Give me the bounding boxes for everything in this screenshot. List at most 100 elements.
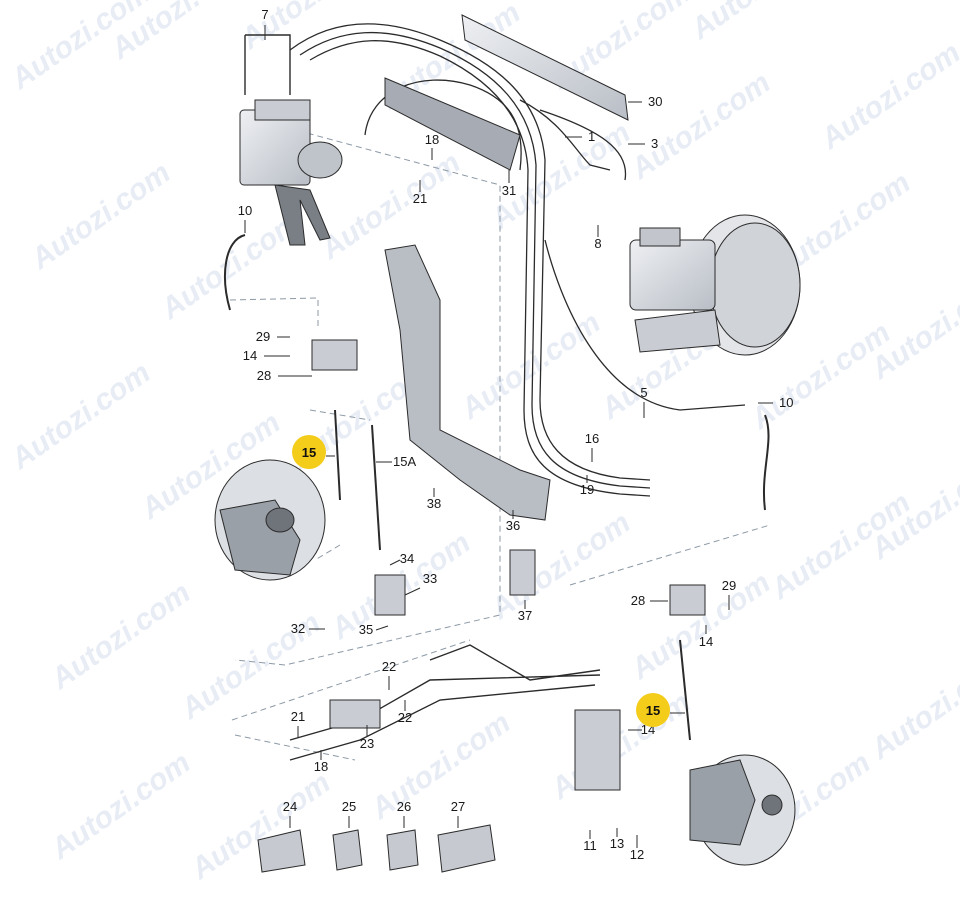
leader-line [375,625,389,631]
callout-label: 32 [291,621,305,636]
callout-25: 25 [342,799,356,828]
leader-line [389,559,401,566]
brake-booster-master-cylinder [629,214,801,356]
brake-hoses [224,234,770,741]
callout-29: 29 [722,578,736,610]
watermark-text: Autozi.com [234,0,386,56]
callout-26: 26 [397,799,411,828]
callout-label: 29 [256,329,270,344]
highlight-callout-15: 15 [636,693,685,727]
callout-34: 34 [389,551,414,566]
callout-label: 23 [360,736,374,751]
callout-18: 18 [425,132,439,160]
front-left-caliper [214,459,326,581]
callout-36: 36 [506,510,520,533]
callout-label: 18 [425,132,439,147]
callout-18: 18 [314,750,328,774]
callout-28: 28 [631,593,668,608]
callout-label: 1 [588,129,595,144]
front-right-caliper [689,754,796,866]
watermark-text: Autozi.com [864,646,960,766]
callout-label: 34 [400,551,414,566]
callout-label: 14 [699,634,713,649]
callout-21: 21 [413,180,427,206]
misc-fittings [311,339,706,791]
callout-label: 26 [397,799,411,814]
callout-label: 7 [261,7,268,22]
callout-label: 14 [243,348,257,363]
watermark-text: Autozi.com [44,576,196,696]
callout-12: 12 [630,835,644,862]
callout-3: 3 [628,136,658,151]
callout-15A: 15A [376,454,416,469]
callout-37: 37 [518,600,532,623]
callout-11: 11 [583,830,597,853]
callout-label: 30 [648,94,662,109]
brake-line-bundle [289,23,746,497]
callout-label: 36 [506,518,520,533]
callout-35: 35 [359,622,389,637]
callout-14: 14 [243,348,290,363]
callout-label: 38 [427,496,441,511]
highlight-label: 15 [302,445,316,460]
callout-label: 28 [631,593,645,608]
callout-label: 19 [580,482,594,497]
callout-label: 24 [283,799,297,814]
callout-label: 27 [451,799,465,814]
callout-10: 10 [758,395,793,410]
callout-28: 28 [257,368,312,383]
callout-30: 30 [628,94,662,109]
callout-13: 13 [610,828,624,851]
callout-1: 1 [565,129,595,144]
callout-33: 33 [404,571,437,596]
callout-label: 29 [722,578,736,593]
callout-19: 19 [580,475,594,497]
watermark-text: Autozi.com [184,766,336,886]
callout-label: 8 [594,236,601,251]
callout-label: 11 [583,838,597,853]
callout-label: 5 [640,385,647,400]
callout-27: 27 [451,799,465,828]
abs-control-unit [239,34,343,246]
callout-label: 21 [291,709,305,724]
callout-22: 22 [382,659,396,690]
callout-16: 16 [585,431,599,462]
callout-5: 5 [640,385,648,418]
watermark-text: Autozi.com [814,36,960,156]
callout-label: 28 [257,368,271,383]
callout-label: 12 [630,847,644,862]
callout-label: 3 [651,136,658,151]
callout-label: 15A [393,454,416,469]
callout-label: 37 [518,608,532,623]
watermark-text: Autozi.com [4,356,156,476]
callout-29: 29 [256,329,290,344]
watermark-text: Autozi.com [24,156,176,276]
callout-24: 24 [283,799,297,828]
callout-23: 23 [360,725,374,751]
callout-label: 22 [382,659,396,674]
callout-label: 25 [342,799,356,814]
highlight-marker [292,435,326,469]
callout-label: 13 [610,836,624,851]
callout-32: 32 [291,621,325,636]
callout-label: 35 [359,622,373,637]
callout-10: 10 [238,203,252,233]
dashed-frames [229,114,771,761]
callout-label: 31 [502,183,516,198]
callout-label: 10 [238,203,252,218]
callout-8: 8 [594,225,602,251]
watermark-text: Autozi.com [624,66,776,186]
watermark-text: Autozi.com [364,706,516,826]
callout-38: 38 [427,488,441,511]
callout-label: 21 [413,191,427,206]
lower-brake-lines [289,644,601,761]
part-31-heat-shield [384,77,521,171]
highlight-label: 15 [646,703,660,718]
leader-line [404,587,421,596]
watermark-text: Autozi.com [454,306,606,426]
part-36-bracket [384,244,551,521]
watermark-text: Autozi.com [44,746,196,866]
